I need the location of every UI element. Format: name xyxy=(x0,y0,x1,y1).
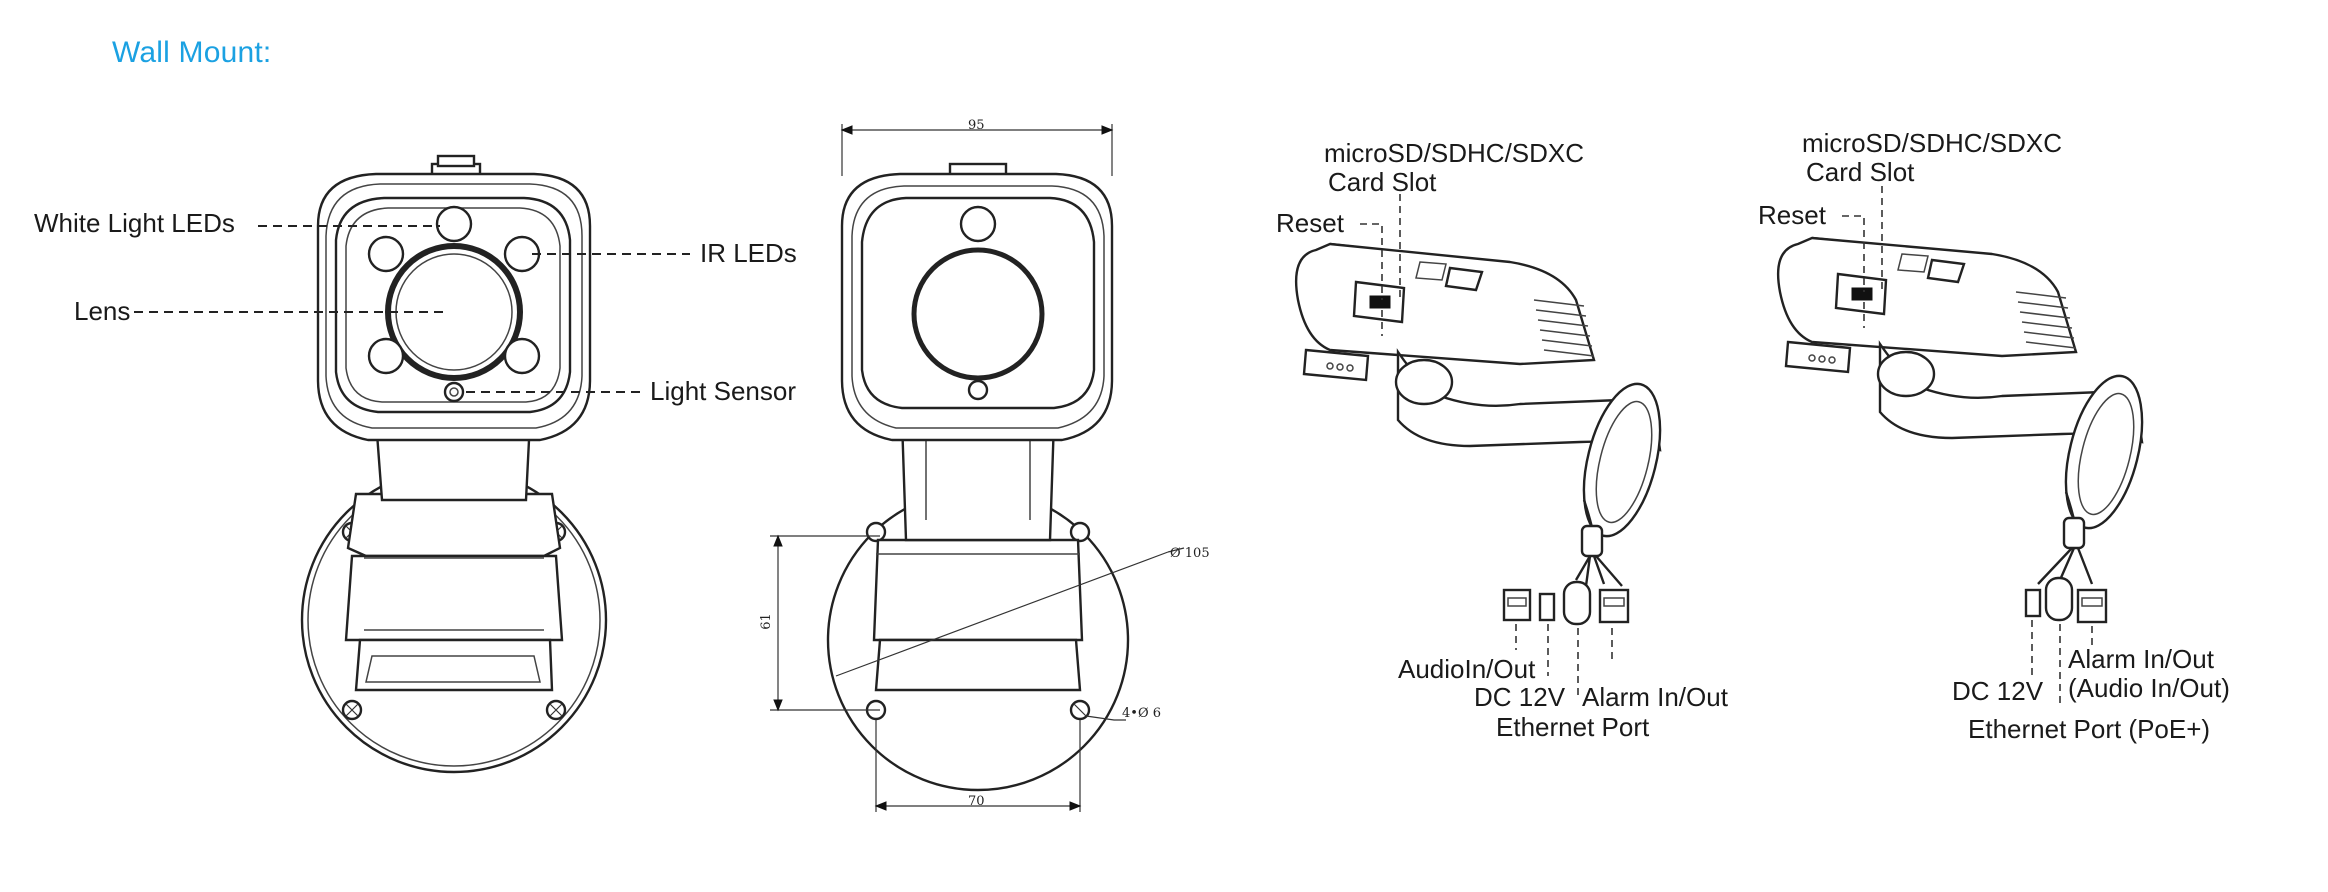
dimension-view-camera xyxy=(770,124,1185,812)
section-title: Wall Mount: xyxy=(112,36,272,69)
alarm-in-out-label-1: Alarm In/Out xyxy=(1582,682,1728,712)
ir-leds-label: IR LEDs xyxy=(700,238,797,268)
dc-12v-label-1: DC 12V xyxy=(1474,682,1566,712)
dc-12v-label-2: DC 12V xyxy=(1952,676,2044,706)
reset-label-2: Reset xyxy=(1758,200,1826,230)
dimension-height-left: 61 xyxy=(758,613,774,630)
card-slot-label-1-line1: microSD/SDHC/SDXC xyxy=(1324,138,1585,168)
alarm-in-out-label-2-line1: Alarm In/Out xyxy=(2068,644,2214,674)
card-slot-label-1-line2: Card Slot xyxy=(1328,167,1437,197)
white-light-leds-label: White Light LEDs xyxy=(34,208,235,238)
ethernet-port-label-1: Ethernet Port xyxy=(1496,712,1650,742)
reset-label-1: Reset xyxy=(1276,208,1344,238)
front-view-camera xyxy=(134,154,690,774)
dimension-diameter: Ø 105 xyxy=(1170,546,1210,561)
ethernet-port-poe-label: Ethernet Port (PoE+) xyxy=(1968,714,2211,744)
light-sensor-label: Light Sensor xyxy=(650,376,796,406)
side-view-camera-2 xyxy=(1776,186,2144,708)
audio-in-out-label: AudioIn/Out xyxy=(1398,654,1536,684)
dimension-width-top: 95 xyxy=(968,118,985,133)
side-view-camera-1 xyxy=(1294,194,1662,696)
card-slot-label-2-line1: microSD/SDHC/SDXC xyxy=(1802,128,2063,158)
dimension-width-bottom: 70 xyxy=(968,794,985,809)
alarm-in-out-label-2-line2: (Audio In/Out) xyxy=(2068,673,2230,703)
dimension-holes: 4•Ø 6 xyxy=(1122,706,1161,721)
card-slot-label-2-line2: Card Slot xyxy=(1806,157,1915,187)
lens-label: Lens xyxy=(74,296,131,326)
